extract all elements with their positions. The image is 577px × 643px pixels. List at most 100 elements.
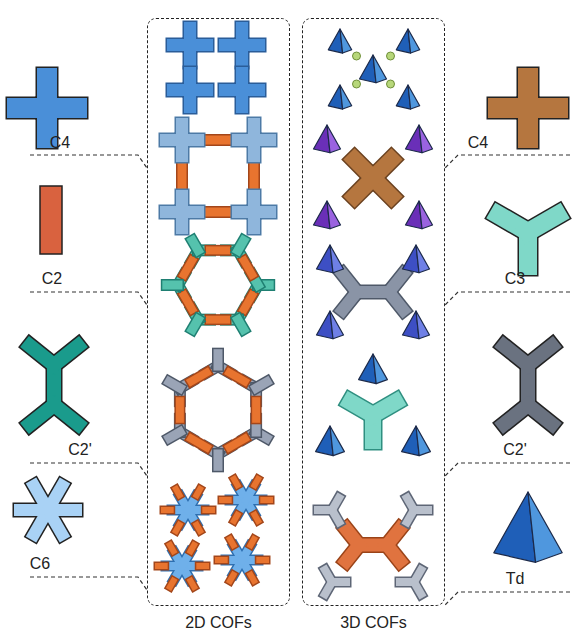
building-block: [206, 140, 230, 141]
leader-line: [445, 155, 570, 168]
building-block: [191, 581, 194, 587]
building-block: [244, 295, 252, 309]
building-block: [325, 570, 346, 594]
building-block: [191, 545, 194, 551]
tetrahedron: [406, 201, 433, 229]
building-block: [498, 78, 558, 138]
panel-title: 2D COFs: [185, 614, 252, 632]
building-block: [238, 196, 270, 228]
symmetry-label: Td: [506, 570, 525, 588]
symmetry-label: C3: [505, 270, 525, 288]
building-block: [218, 454, 219, 466]
linker-bar: [40, 186, 62, 254]
symmetry-label: C4: [50, 134, 70, 152]
building-block: [251, 575, 254, 581]
building-block: [191, 373, 206, 382]
symmetry-label: C2': [503, 441, 527, 459]
building-block: [343, 274, 404, 310]
tetrahedron: [403, 245, 430, 273]
building-block: [234, 479, 237, 485]
building-block: [166, 196, 198, 228]
symmetry-label: C4: [468, 134, 488, 152]
building-block: [182, 164, 183, 188]
cof-panel: 2D COFs: [147, 18, 290, 606]
node-atom: [353, 80, 361, 88]
building-block: [184, 261, 192, 275]
tetrahedron: [317, 311, 344, 339]
building-block: [173, 28, 207, 62]
tetrahedron: [359, 354, 388, 384]
building-block: [199, 566, 206, 567]
tetrahedron: [494, 492, 562, 562]
building-block: [192, 320, 198, 330]
building-block: [230, 539, 233, 545]
cof-panel: 3D COFs: [302, 18, 445, 606]
building-block: [179, 401, 180, 419]
building-block: [184, 295, 192, 309]
building-block: [238, 124, 270, 156]
building-block: [170, 581, 173, 587]
building-block: [407, 498, 428, 522]
tetrahedron: [360, 55, 387, 83]
node-atom: [387, 80, 395, 88]
building-block: [318, 498, 339, 522]
building-block: [218, 560, 225, 561]
building-block: [256, 382, 267, 388]
building-block: [222, 500, 229, 501]
building-block: [167, 285, 178, 286]
building-block: [176, 525, 179, 531]
building-block: [210, 250, 226, 251]
tetrahedron: [396, 85, 419, 109]
tetrahedron: [314, 201, 341, 229]
building-block: [255, 515, 258, 521]
symmetry-label: C2': [68, 441, 92, 459]
building-block: [350, 402, 395, 441]
building-block: [191, 439, 206, 448]
tetrahedron: [328, 29, 351, 53]
building-block: [238, 320, 244, 330]
panel-title: 3D COFs: [340, 614, 407, 632]
building-block: [205, 510, 212, 511]
building-block: [197, 489, 200, 495]
building-block: [17, 78, 77, 138]
building-block: [206, 212, 230, 213]
leader-line: [30, 155, 147, 168]
leader-line: [445, 463, 570, 476]
leader-line: [30, 577, 147, 590]
building-block: [173, 73, 207, 107]
building-block: [504, 346, 552, 424]
building-block: [263, 500, 270, 501]
building-block: [166, 552, 198, 580]
building-block: [169, 382, 180, 388]
tetrahedron: [396, 29, 419, 53]
tetrahedron: [328, 85, 351, 109]
building-block: [400, 570, 421, 594]
building-block: [230, 575, 233, 581]
tetrahedron: [402, 426, 431, 456]
building-block: [234, 515, 237, 521]
building-block: [255, 479, 258, 485]
tetrahedron: [316, 426, 345, 456]
leader-line: [30, 463, 147, 476]
building-block: [251, 539, 254, 545]
building-block: [346, 529, 400, 561]
building-block: [172, 496, 204, 524]
building-block: [192, 241, 198, 251]
tetrahedron: [403, 311, 430, 339]
building-block: [169, 432, 180, 438]
building-block: [230, 486, 262, 514]
building-block: [30, 346, 78, 424]
building-block: [20, 486, 76, 534]
building-block: [259, 560, 266, 561]
building-block: [256, 401, 257, 419]
building-block: [176, 489, 179, 495]
building-block: [254, 164, 255, 188]
tetrahedron: [317, 245, 344, 273]
building-block: [238, 241, 244, 251]
building-block: [244, 261, 252, 275]
building-block: [210, 319, 226, 320]
leader-line: [445, 592, 570, 605]
building-block: [499, 215, 558, 266]
node-atom: [387, 52, 395, 60]
